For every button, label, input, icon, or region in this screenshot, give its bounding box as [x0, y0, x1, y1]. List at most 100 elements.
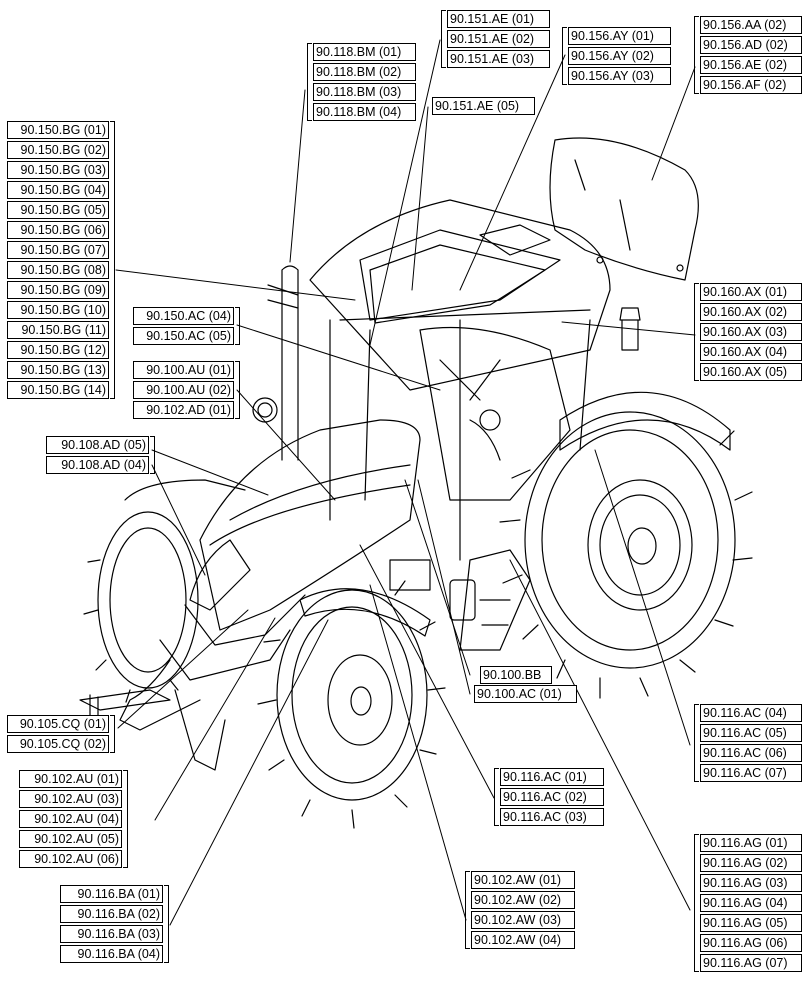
- ref-label[interactable]: 90.102.AW (01): [471, 871, 575, 889]
- callout-bracket: [164, 885, 169, 963]
- ref-label[interactable]: 90.150.BG (09): [7, 281, 109, 299]
- callout-ay: 90.156.AY (01) 90.156.AY (02) 90.156.AY …: [562, 27, 671, 85]
- ref-label[interactable]: 90.150.BG (10): [7, 301, 109, 319]
- callout-bracket: [307, 43, 312, 121]
- ref-label[interactable]: 90.102.AW (02): [471, 891, 575, 909]
- ref-label[interactable]: 90.102.AU (01): [19, 770, 122, 788]
- ref-label[interactable]: 90.116.AC (02): [500, 788, 604, 806]
- ref-label[interactable]: 90.156.AY (01): [568, 27, 671, 45]
- ref-label[interactable]: 90.156.AD (02): [700, 36, 802, 54]
- leader-lines: [115, 39, 696, 926]
- ref-label[interactable]: 90.116.AC (07): [700, 764, 802, 782]
- ref-label[interactable]: 90.116.BA (01): [60, 885, 163, 903]
- callout-ae5: 90.151.AE (05): [432, 97, 535, 115]
- ref-label[interactable]: 90.116.AC (04): [700, 704, 802, 722]
- exhaust-and-mirror: [252, 265, 299, 461]
- ref-label[interactable]: 90.118.BM (03): [313, 83, 416, 101]
- ref-label[interactable]: 90.116.AG (03): [700, 874, 802, 892]
- ref-label[interactable]: 90.102.AW (03): [471, 911, 575, 929]
- ref-label[interactable]: 90.156.AE (02): [700, 56, 802, 74]
- front-wheel-center: [257, 580, 446, 829]
- ref-label[interactable]: 90.150.AC (04): [133, 307, 234, 325]
- callout-bracket: [694, 283, 699, 381]
- ref-label[interactable]: 90.150.BG (07): [7, 241, 109, 259]
- ref-label[interactable]: 90.150.BG (13): [7, 361, 109, 379]
- ref-label[interactable]: 90.150.BG (02): [7, 141, 109, 159]
- ref-label[interactable]: 90.150.BG (12): [7, 341, 109, 359]
- ref-label[interactable]: 90.156.AY (03): [568, 67, 671, 85]
- ref-label[interactable]: 90.116.AG (04): [700, 894, 802, 912]
- ref-label[interactable]: 90.150.BG (11): [7, 321, 109, 339]
- ref-label[interactable]: 90.160.AX (01): [700, 283, 802, 301]
- ref-label[interactable]: 90.105.CQ (01): [7, 715, 109, 733]
- callout-ac116r: 90.116.AC (04) 90.116.AC (05) 90.116.AC …: [694, 704, 802, 782]
- rear-window-glass: [549, 137, 699, 281]
- ref-label[interactable]: 90.116.AG (01): [700, 834, 802, 852]
- ref-label[interactable]: 90.116.AG (05): [700, 914, 802, 932]
- ref-label[interactable]: 90.151.AE (03): [447, 50, 550, 68]
- ref-label[interactable]: 90.151.AE (01): [447, 10, 550, 28]
- ref-label[interactable]: 90.151.AE (02): [447, 30, 550, 48]
- callout-bm: 90.118.BM (01) 90.118.BM (02) 90.118.BM …: [307, 43, 416, 121]
- ref-label[interactable]: 90.102.AU (05): [19, 830, 122, 848]
- ref-label[interactable]: 90.118.BM (04): [313, 103, 416, 121]
- ref-label[interactable]: 90.102.AU (04): [19, 810, 122, 828]
- callout-ax: 90.160.AX (01) 90.160.AX (02) 90.160.AX …: [694, 283, 802, 381]
- ref-label[interactable]: 90.116.AG (02): [700, 854, 802, 872]
- ref-label[interactable]: 90.160.AX (02): [700, 303, 802, 321]
- ref-label[interactable]: 90.108.AD (05): [46, 436, 149, 454]
- beacon: [619, 307, 641, 351]
- ref-label[interactable]: 90.150.BG (08): [7, 261, 109, 279]
- callout-ac116m: 90.116.AC (01) 90.116.AC (02) 90.116.AC …: [494, 768, 604, 826]
- callout-bracket: [562, 27, 567, 85]
- ref-label[interactable]: 90.150.AC (05): [133, 327, 234, 345]
- ref-label[interactable]: 90.100.AU (02): [133, 381, 234, 399]
- ref-label[interactable]: 90.160.AX (05): [700, 363, 802, 381]
- callout-bracket: [694, 704, 699, 782]
- ref-label[interactable]: 90.116.BA (04): [60, 945, 163, 963]
- ref-label[interactable]: 90.150.BG (04): [7, 181, 109, 199]
- ref-label[interactable]: 90.156.AF (02): [700, 76, 802, 94]
- ref-label[interactable]: 90.150.BG (01): [7, 121, 109, 139]
- callout-au102: 90.102.AU (01) 90.102.AU (03) 90.102.AU …: [19, 770, 128, 868]
- steps-and-tank: [389, 549, 531, 651]
- ref-label[interactable]: 90.156.AY (02): [568, 47, 671, 65]
- callout-bracket: [110, 715, 115, 753]
- ref-label[interactable]: 90.116.AC (05): [700, 724, 802, 742]
- callout-bracket: [494, 768, 499, 826]
- ref-label[interactable]: 90.105.CQ (02): [7, 735, 109, 753]
- ref-label[interactable]: 90.116.BA (02): [60, 905, 163, 923]
- ref-label[interactable]: 90.102.AD (01): [133, 401, 234, 419]
- ref-label[interactable]: 90.102.AW (04): [471, 931, 575, 949]
- rear-wheel-right: [499, 391, 753, 699]
- ref-label[interactable]: 90.100.AC (01): [474, 685, 577, 703]
- ref-label[interactable]: 90.160.AX (03): [700, 323, 802, 341]
- ref-label[interactable]: 90.116.AC (01): [500, 768, 604, 786]
- front-wheel-left: [83, 511, 199, 703]
- callout-ba: 90.116.BA (01) 90.116.BA (02) 90.116.BA …: [60, 885, 169, 963]
- ref-label[interactable]: 90.116.AC (03): [500, 808, 604, 826]
- ref-label[interactable]: 90.116.AG (07): [700, 954, 802, 972]
- ref-label[interactable]: 90.160.AX (04): [700, 343, 802, 361]
- ref-label[interactable]: 90.150.BG (03): [7, 161, 109, 179]
- tractor-body: [119, 419, 421, 771]
- ref-label[interactable]: 90.118.BM (02): [313, 63, 416, 81]
- ref-label[interactable]: 90.118.BM (01): [313, 43, 416, 61]
- ref-label[interactable]: 90.150.BG (06): [7, 221, 109, 239]
- ref-label[interactable]: 90.150.BG (05): [7, 201, 109, 219]
- ref-label[interactable]: 90.116.AC (06): [700, 744, 802, 762]
- tractor-cab: [309, 199, 611, 561]
- ref-label[interactable]: 90.150.BG (14): [7, 381, 109, 399]
- ref-label[interactable]: 90.151.AE (05): [432, 97, 535, 115]
- ref-label[interactable]: 90.100.BB: [480, 666, 552, 684]
- ref-label[interactable]: 90.102.AU (06): [19, 850, 122, 868]
- ref-label[interactable]: 90.102.AU (03): [19, 790, 122, 808]
- callout-bracket: [123, 770, 128, 868]
- ref-label[interactable]: 90.116.AG (06): [700, 934, 802, 952]
- ref-label[interactable]: 90.108.AD (04): [46, 456, 149, 474]
- ref-label[interactable]: 90.156.AA (02): [700, 16, 802, 34]
- ref-label[interactable]: 90.100.AU (01): [133, 361, 234, 379]
- ref-label[interactable]: 90.116.BA (03): [60, 925, 163, 943]
- callout-ad108: 90.108.AD (05) 90.108.AD (04): [46, 436, 155, 474]
